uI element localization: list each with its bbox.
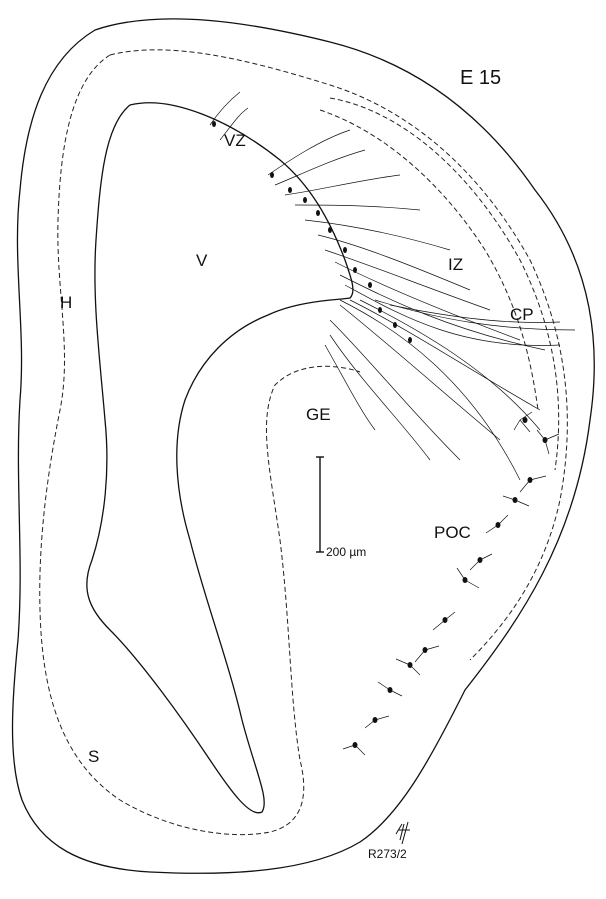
label-s: S: [88, 747, 99, 766]
label-iz: IZ: [448, 255, 463, 274]
scale-bar: [316, 456, 324, 553]
label-cp: CP: [510, 305, 534, 324]
poc-neuron-processes: [342, 411, 560, 756]
cortical-plate-boundary: [329, 97, 560, 471]
stage-label: E 15: [460, 67, 501, 89]
radial-glia-fibers: [209, 91, 576, 481]
label-ge: GE: [306, 405, 331, 424]
scale-bar-label: 200 µm: [326, 545, 366, 559]
label-v: V: [196, 251, 208, 270]
label-h: H: [60, 293, 72, 312]
intermediate-zone-boundary: [319, 109, 539, 411]
label-poc: POC: [434, 523, 471, 542]
outer-zone-boundary: [109, 49, 568, 661]
ventricle-outline: [86, 102, 354, 814]
hippocampal-dashed-boundary: [39, 54, 361, 836]
artist-signature-mark: [395, 821, 410, 845]
section-outer-outline: [11, 18, 595, 874]
label-vz: VZ: [224, 131, 246, 150]
neuron-cell-bodies: [212, 121, 548, 748]
specimen-id: R273/2: [368, 847, 407, 861]
